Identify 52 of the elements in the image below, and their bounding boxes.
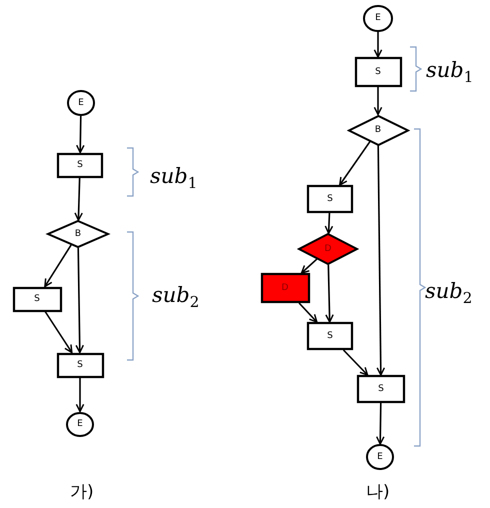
process-box xyxy=(354,57,402,87)
node-label: D xyxy=(324,244,332,254)
decision-diamond xyxy=(348,114,408,146)
arrow xyxy=(376,402,385,445)
segment-label: sub$_{1}$ xyxy=(150,164,198,192)
node-label: D xyxy=(282,283,288,293)
node-label: B xyxy=(74,229,82,239)
node-label: S xyxy=(77,360,83,370)
process-box xyxy=(260,273,310,303)
process-box xyxy=(307,185,353,213)
arrow xyxy=(324,212,334,234)
panel-caption: 가) xyxy=(70,481,94,503)
arrow xyxy=(44,311,73,354)
node-label: S xyxy=(378,384,384,394)
process-box xyxy=(307,322,353,350)
arrow xyxy=(75,248,84,354)
process-box xyxy=(57,152,103,178)
node-label: S xyxy=(77,160,83,170)
arrow xyxy=(76,116,85,154)
arrow xyxy=(374,32,382,58)
arrow xyxy=(74,177,83,221)
process-box xyxy=(357,375,405,403)
node-label: E xyxy=(377,452,383,462)
node-label: S xyxy=(327,194,333,204)
node-label: B xyxy=(374,125,382,135)
segment-label: sub$_{2}$ xyxy=(425,279,472,308)
decision-diamond xyxy=(47,220,109,248)
arrow xyxy=(300,258,318,274)
node-label: S xyxy=(375,67,381,77)
node-label: E xyxy=(77,419,83,429)
segment-label: sub$_{2}$ xyxy=(152,283,200,312)
arrow xyxy=(325,264,334,323)
terminal-circle xyxy=(66,412,94,436)
node-label: S xyxy=(34,294,40,304)
terminal-circle xyxy=(363,4,393,32)
decision-diamond xyxy=(298,233,358,265)
process-box xyxy=(56,352,104,378)
node-label: E xyxy=(375,13,381,23)
panel-caption: 나) xyxy=(366,481,390,503)
node-label: S xyxy=(327,331,333,341)
terminal-circle xyxy=(67,90,95,116)
arrow xyxy=(342,349,368,376)
segment-label: sub$_{1}$ xyxy=(426,58,474,86)
arrow xyxy=(76,378,84,412)
node-label: E xyxy=(78,98,84,108)
process-box xyxy=(12,286,62,312)
arrow xyxy=(339,141,371,186)
arrow xyxy=(44,244,72,288)
arrow xyxy=(374,87,382,116)
arrow xyxy=(376,145,386,376)
terminal-circle xyxy=(366,444,394,470)
arrow xyxy=(298,302,318,323)
